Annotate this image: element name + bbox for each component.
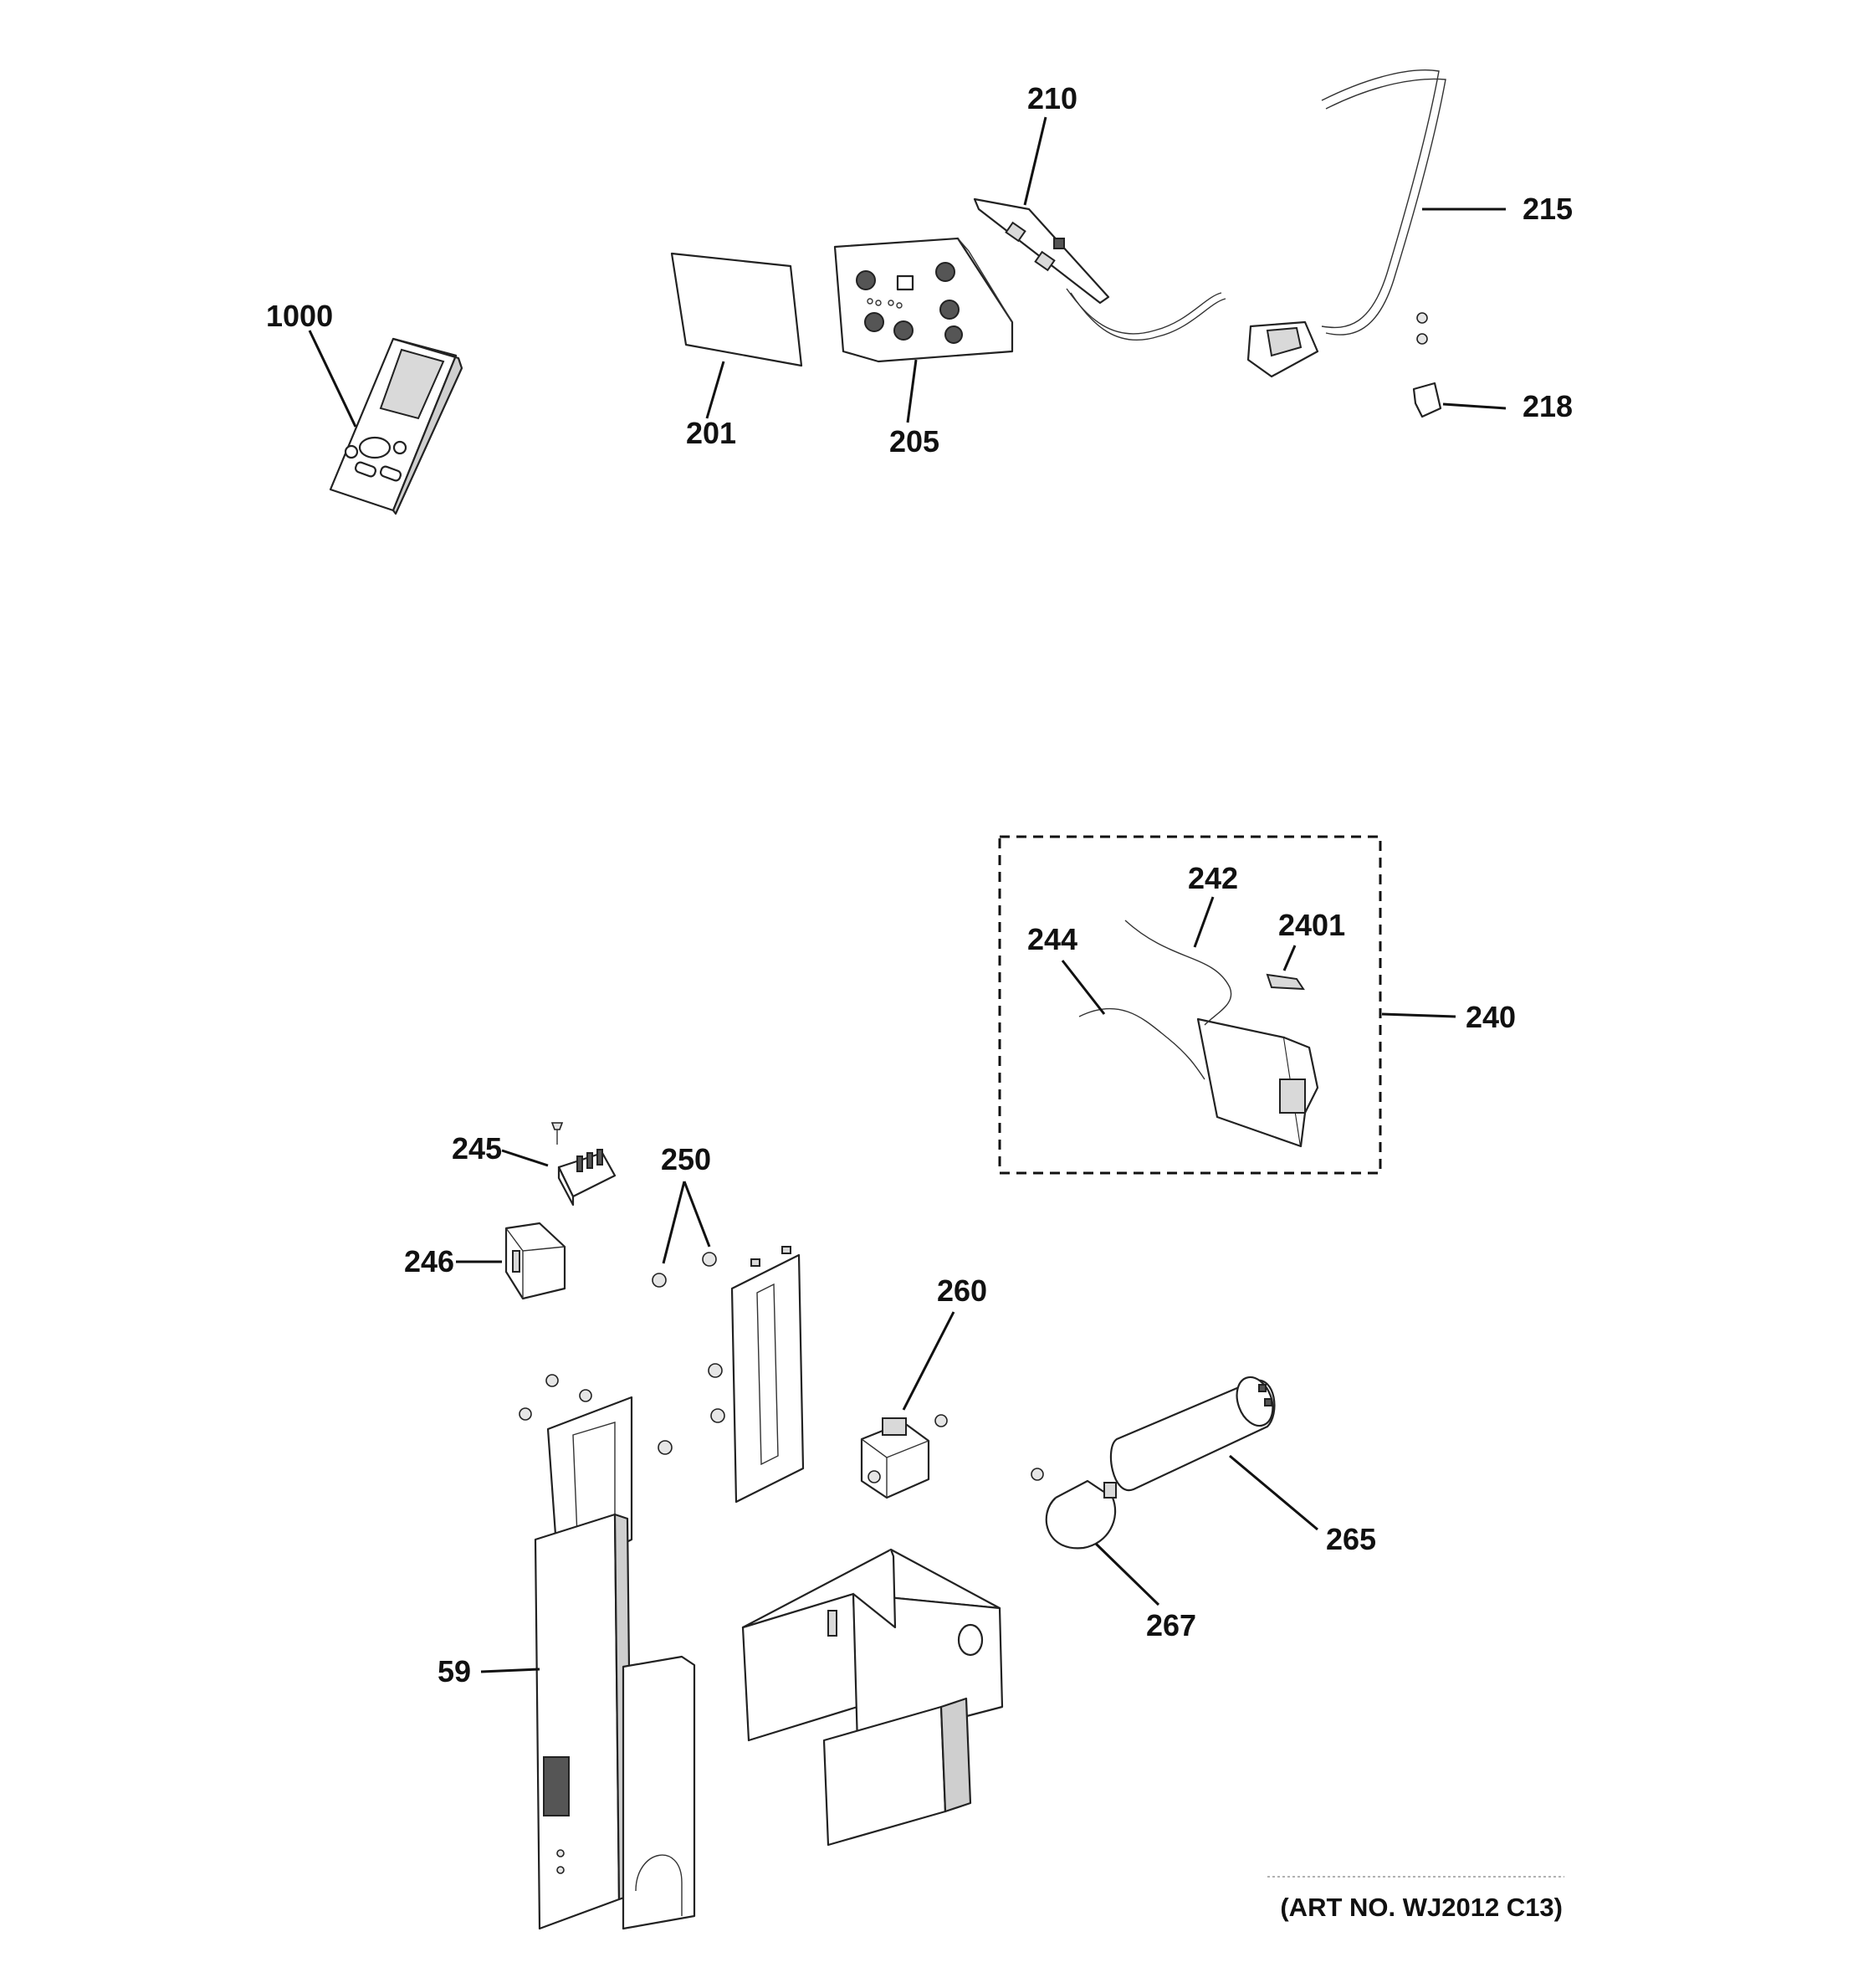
part-260-transformer <box>860 1414 948 1499</box>
callout-246: 246 <box>404 1244 454 1278</box>
callout-244: 244 <box>1027 922 1077 956</box>
leader-260 <box>902 1311 955 1411</box>
assembly-240-boundary <box>998 835 1382 1175</box>
part-240-sensor-assembly <box>1078 920 1319 1148</box>
leader-244 <box>1061 960 1106 1015</box>
part-201-overlay <box>670 252 803 367</box>
art-number: (ART NO. WJ2012 C13) <box>1280 1893 1563 1922</box>
part-245-terminal-block <box>550 1122 617 1207</box>
leader-2401 <box>1282 945 1297 971</box>
callout-218: 218 <box>1523 389 1573 423</box>
part-215-wire-harness <box>1246 69 1446 378</box>
leader-205 <box>906 359 918 423</box>
leader-201 <box>705 361 725 419</box>
part-210-control-board <box>973 197 1226 341</box>
mounting-plate-center <box>730 1246 805 1504</box>
leader-240 <box>1381 1012 1456 1018</box>
leader-267 <box>1094 1542 1160 1606</box>
leader-245 <box>501 1149 549 1167</box>
part-205-control-housing <box>833 237 1014 363</box>
callout-215: 215 <box>1523 192 1573 226</box>
callout-265: 265 <box>1326 1522 1376 1556</box>
callout-201: 201 <box>686 416 736 450</box>
callout-59: 59 <box>438 1654 471 1688</box>
part-250-screws <box>652 1252 725 1455</box>
leader-210 <box>1023 116 1047 206</box>
part-218-clip <box>1412 312 1442 418</box>
callout-242: 242 <box>1188 861 1238 895</box>
part-246-relay <box>504 1222 566 1300</box>
callout-240: 240 <box>1466 1000 1516 1034</box>
callout-250: 250 <box>661 1142 711 1176</box>
callout-210: 210 <box>1027 81 1077 115</box>
leader-242 <box>1193 896 1215 948</box>
part-267-capacitor-strap <box>1031 1468 1117 1550</box>
part-265-capacitor <box>1109 1376 1276 1492</box>
callout-2401: 2401 <box>1278 908 1345 942</box>
callout-205: 205 <box>889 424 939 459</box>
part-59-side-panel <box>519 1374 696 1930</box>
control-box-housing <box>741 1548 1004 1847</box>
callout-245: 245 <box>452 1131 502 1166</box>
leader-250a <box>662 1181 686 1264</box>
part-1000-remote-control <box>329 337 463 515</box>
leader-218 <box>1442 402 1507 410</box>
leader-1000 <box>308 330 357 428</box>
leader-250b <box>683 1181 711 1248</box>
leader-59 <box>480 1668 540 1673</box>
callout-267: 267 <box>1146 1608 1196 1642</box>
leader-265 <box>1229 1454 1318 1531</box>
callout-1000: 1000 <box>266 299 333 333</box>
callout-260: 260 <box>937 1273 987 1308</box>
